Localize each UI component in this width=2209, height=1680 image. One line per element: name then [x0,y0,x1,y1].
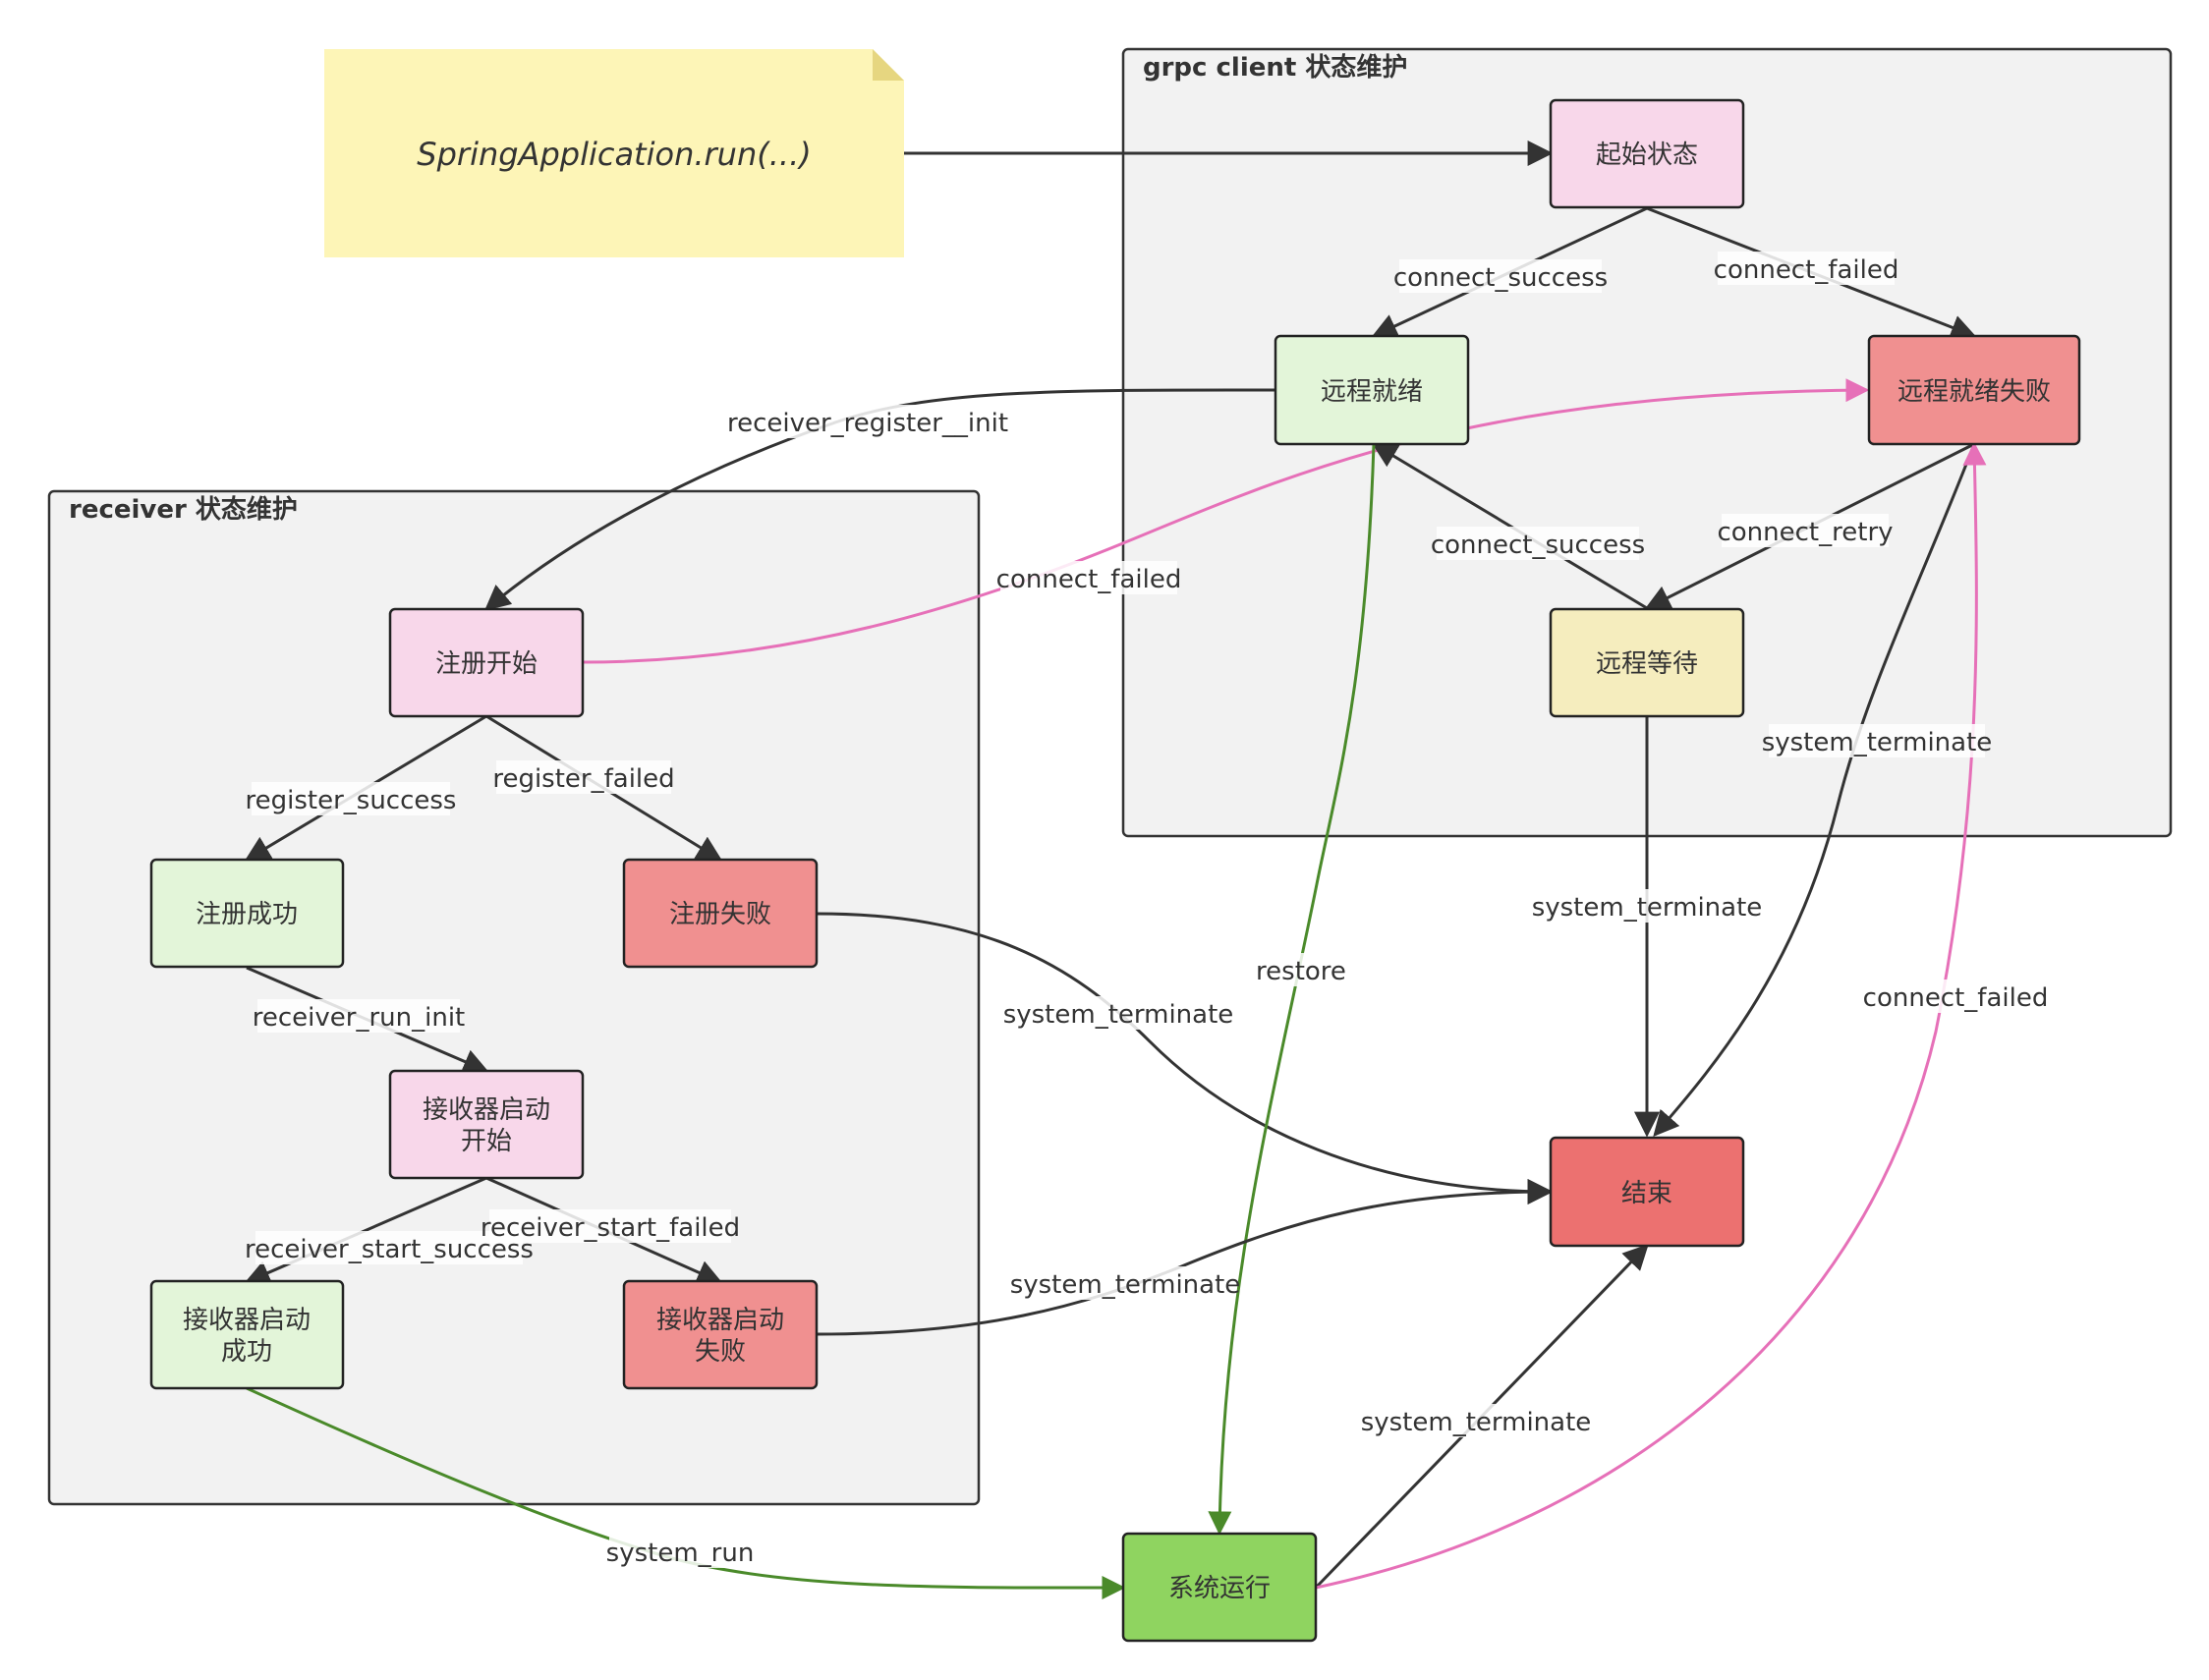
svg-text:connect_failed: connect_failed [1863,983,2049,1013]
edge-label-receiver-success-to-system-run: system_run [606,1535,755,1568]
edge-remote-failed-to-end [1653,443,1976,1137]
svg-text:connect_success: connect_success [1431,531,1645,560]
svg-text:register_failed: register_failed [492,764,674,794]
edge-label-system-run-to-end: system_terminate [1361,1404,1592,1437]
edge-label-remote-failed-to-end: system_terminate [1762,724,1993,757]
edge-label-reg-failed-to-end: system_terminate [1003,996,1234,1030]
node-system-running[interactable]: 系统运行 [1121,1532,1318,1643]
node-system-running-label: 系统运行 [1168,1574,1271,1603]
edge-label-receiver-start-to-success: receiver_start_success [245,1231,534,1264]
edge-label-receiver-failed-to-end: system_terminate [1010,1266,1241,1300]
group-grpc-client: grpc client 状态维护 [1121,47,2173,838]
svg-text:connect_failed: connect_failed [996,565,1182,594]
node-receiver-start-begin-label: 接收器启动开始 [423,1095,550,1156]
node-register-start-label: 注册开始 [435,649,538,679]
edge-register-to-remote-failed [582,378,1870,664]
node-register-success[interactable]: 注册成功 [149,858,345,969]
node-remote-ready-failed[interactable]: 远程就绪失败 [1867,334,2081,446]
svg-text:receiver_run_init: receiver_run_init [253,1003,465,1033]
edge-label-start-to-failed: connect_failed [1714,252,1899,285]
edge-label-register-to-remote-failed: connect_failed [996,561,1182,594]
svg-text:system_terminate: system_terminate [1010,1270,1241,1300]
group-grpc-client-title: grpc client 状态维护 [1143,52,1407,83]
nodes: 起始状态 远程就绪 远程就绪失败 远程等待 注册开始 注册成功 注册失败 接收 [149,98,2081,1643]
edge-label-receiver-start-to-failed: receiver_start_failed [481,1209,740,1243]
svg-text:connect_success: connect_success [1393,263,1608,293]
note-text: SpringApplication.run(...) [417,136,811,173]
node-receiver-start-success[interactable]: 接收器启动成功 [149,1279,345,1390]
edge-label-waiting-to-end: system_terminate [1532,889,1763,923]
node-remote-waiting-label: 远程等待 [1596,649,1698,679]
node-register-failed-label: 注册失败 [669,900,771,929]
edge-label-register-to-failed: register_failed [492,760,675,794]
svg-text:system_run: system_run [606,1539,755,1568]
node-start-state-label: 起始状态 [1596,140,1698,170]
edge-label-ready-to-register: receiver_register__init [727,405,1008,438]
svg-text:restore: restore [1256,957,1346,986]
edge-ready-to-system-run [1208,443,1376,1536]
edge-label-start-to-ready: connect_success [1393,259,1608,293]
node-receiver-start-begin[interactable]: 接收器启动开始 [388,1069,585,1180]
svg-text:receiver_register__init: receiver_register__init [727,409,1008,438]
svg-text:system_terminate: system_terminate [1003,1000,1234,1030]
node-register-failed[interactable]: 注册失败 [622,858,819,969]
node-remote-ready[interactable]: 远程就绪 [1274,334,1470,446]
edge-label-ready-to-system-run: restore [1256,953,1346,986]
svg-text:receiver_start_success: receiver_start_success [245,1235,534,1264]
edge-label-waiting-to-ready: connect_success [1431,527,1645,560]
node-register-success-label: 注册成功 [196,900,298,929]
node-receiver-start-failed-label: 接收器启动失败 [656,1306,784,1367]
svg-text:system_terminate: system_terminate [1532,893,1763,923]
svg-text:receiver_start_failed: receiver_start_failed [481,1213,740,1243]
edge-waiting-to-ready [1371,442,1648,610]
node-start-state[interactable]: 起始状态 [1549,98,1745,209]
node-register-start[interactable]: 注册开始 [388,607,585,718]
node-remote-waiting[interactable]: 远程等待 [1549,607,1745,718]
edge-receiver-start-to-success [244,1176,487,1285]
svg-text:connect_retry: connect_retry [1717,518,1893,547]
svg-text:system_terminate: system_terminate [1361,1408,1592,1437]
node-end-label: 结束 [1621,1179,1672,1208]
node-remote-ready-label: 远程就绪 [1321,377,1423,407]
svg-text:system_terminate: system_terminate [1762,728,1993,757]
edge-label-remote-failed-to-waiting: connect_retry [1717,514,1894,547]
edge-reg-failed-to-end [816,912,1554,1204]
edge-label-register-to-success: register_success [246,782,457,815]
edge-label-reg-success-to-receiver-start: receiver_run_init [253,999,465,1033]
group-receiver-title: receiver 状态维护 [69,494,298,525]
node-end[interactable]: 结束 [1549,1136,1745,1248]
svg-text:connect_failed: connect_failed [1714,255,1899,285]
svg-text:register_success: register_success [246,786,457,815]
edge-labels: connect_success connect_failed receiver_… [245,252,2048,1568]
note-spring-application: SpringApplication.run(...) [324,49,904,257]
edge-system-run-to-remote-failed [1315,441,1987,1590]
edge-label-system-run-to-remote-failed: connect_failed [1863,980,2049,1013]
node-remote-ready-failed-label: 远程就绪失败 [1897,377,2051,407]
node-receiver-start-failed[interactable]: 接收器启动失败 [622,1279,819,1390]
node-receiver-start-success-label: 接收器启动成功 [183,1306,311,1367]
